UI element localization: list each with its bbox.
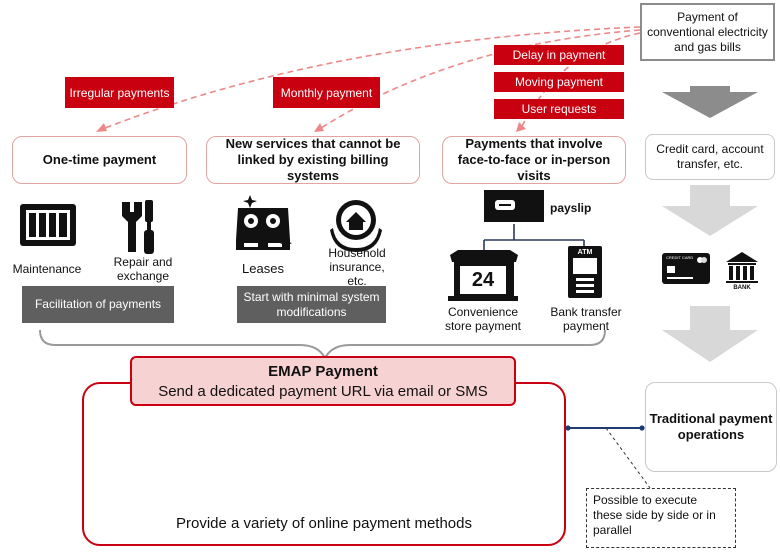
emap-methods-text: Provide a variety of online payment meth…	[176, 514, 472, 532]
arrow-down-light-2	[662, 306, 758, 362]
emap-subtitle: Send a dedicated payment URL via email o…	[158, 383, 488, 400]
parallel-note-text: Possible to execute these side by side o…	[593, 493, 716, 537]
arrow-down-dark	[662, 86, 758, 118]
parallel-link-dot-left	[565, 425, 571, 431]
emap-header: EMAP Payment Send a dedicated payment UR…	[130, 356, 516, 406]
leases-label: Leases	[242, 261, 284, 276]
category-new-services: New services that cannot be linked by ex…	[206, 136, 420, 184]
store-number-text: 24	[471, 268, 495, 291]
arrowhead-in-person	[516, 122, 526, 132]
arrowhead-new-services	[314, 123, 324, 132]
insurance-label: Household insurance, etc.	[328, 246, 386, 286]
atm-text: ATM	[577, 248, 593, 256]
payslip-tree	[483, 224, 585, 250]
arrow-down-light-1	[662, 185, 758, 236]
tag-moving-text: Moving payment	[514, 75, 604, 89]
convenience-label: Convenience store payment	[444, 305, 522, 333]
convenience-store-icon	[448, 250, 518, 301]
maintenance-icon	[20, 204, 76, 246]
bank-transfer-label: Bank transfer payment	[550, 305, 622, 333]
tag-delay: Delay in payment	[494, 45, 624, 65]
parallel-link-dot-right	[639, 425, 645, 431]
category-in-person: Payments that involve face-to-face or in…	[442, 136, 626, 184]
note-pointer	[605, 427, 651, 489]
emap-title: EMAP Payment	[268, 363, 378, 380]
traditional-text: Traditional payment operations	[649, 411, 773, 442]
credit-card-icon	[662, 253, 710, 284]
leases-stove-icon	[236, 195, 292, 250]
repair-label: Repair and exchange	[113, 255, 173, 283]
parallel-note: Possible to execute these side by side o…	[586, 488, 736, 548]
bank-text: BANK	[733, 285, 751, 291]
maintenance-label: Maintenance	[12, 262, 82, 276]
repair-tools-icon	[122, 200, 154, 254]
credit-account-text: Credit card, account transfer, etc.	[656, 142, 764, 171]
payslip-label: payslip	[550, 201, 592, 215]
tag-user-requests: User requests	[494, 99, 624, 119]
atm-icon	[568, 246, 602, 298]
minimal-mod-bar: Start with minimal system modifications	[237, 286, 386, 323]
tag-irregular: Irregular payments	[65, 77, 174, 108]
source-box: Payment of conventional electricity and …	[640, 3, 775, 61]
category-one-time-text: One-time payment	[42, 152, 157, 167]
category-one-time: One-time payment	[12, 136, 187, 184]
facilitation-bar: Facilitation of payments	[22, 286, 174, 323]
category-in-person-text: Payments that involve face-to-face or in…	[457, 136, 611, 183]
tag-monthly-text: Monthly payment	[280, 85, 373, 100]
right-card-text: CREDIT CARD	[666, 255, 694, 260]
arrowhead-one-time	[96, 123, 107, 132]
facilitation-text: Facilitation of payments	[34, 297, 162, 311]
tag-monthly: Monthly payment	[273, 77, 380, 108]
bank-icon	[726, 252, 758, 283]
tag-user-requests-text: User requests	[521, 102, 597, 116]
credit-account-box: Credit card, account transfer, etc.	[645, 134, 775, 180]
tag-moving: Moving payment	[494, 72, 624, 92]
tag-delay-text: Delay in payment	[512, 48, 606, 62]
insurance-house-icon	[330, 200, 382, 252]
category-new-services-text: New services that cannot be linked by ex…	[225, 136, 401, 183]
payslip-icon	[484, 190, 544, 222]
tag-irregular-text: Irregular payments	[69, 85, 170, 100]
minimal-mod-text: Start with minimal system modifications	[243, 289, 380, 319]
traditional-box: Traditional payment operations	[645, 382, 777, 472]
source-box-text: Payment of conventional electricity and …	[647, 9, 768, 54]
